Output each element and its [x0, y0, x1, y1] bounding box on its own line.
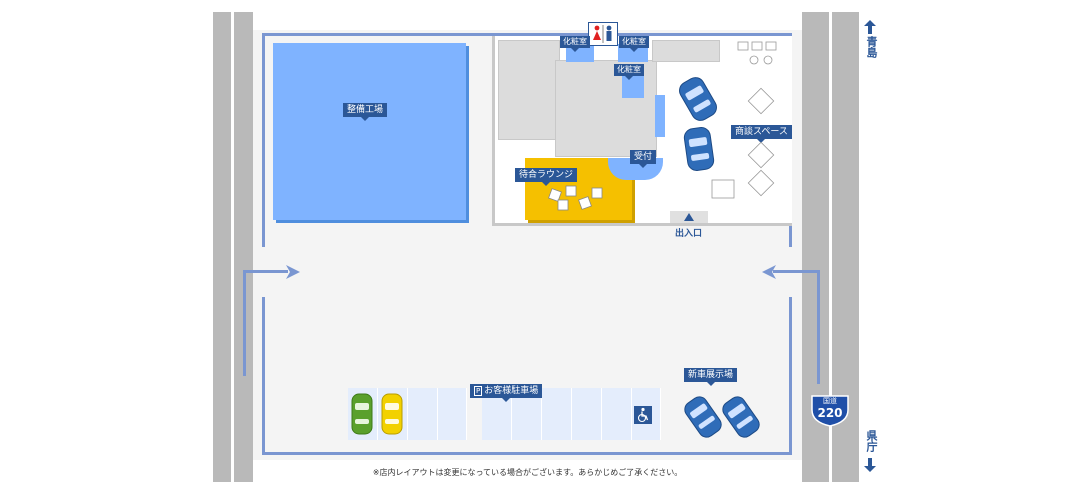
meeting-label: 商談スペース: [731, 125, 792, 143]
lot-border-left-lower: [262, 297, 265, 455]
wheelchair-icon: [634, 406, 652, 424]
arrow-down-icon: [864, 458, 876, 472]
left-entry-vertical: [243, 270, 246, 376]
lounge-furniture: [548, 185, 603, 211]
parking-icon: P: [474, 386, 483, 396]
car-icon: [722, 396, 760, 438]
car-icon: [684, 396, 722, 438]
restroom-icon: [588, 22, 618, 46]
parking-row-right: [482, 388, 661, 440]
showroom-label: 新車展示場: [684, 368, 738, 386]
north-label: 青島: [865, 36, 878, 58]
restroom-label-3: 化粧室: [614, 64, 644, 80]
car-icon: [679, 77, 717, 121]
arrow-right-icon: [286, 265, 300, 279]
restroom-block-2: [618, 44, 648, 62]
back-office: [498, 40, 560, 140]
lot-border-top: [262, 33, 792, 36]
workshop-label: 整備工場: [343, 103, 388, 121]
lounge-label: 待合ラウンジ: [515, 168, 578, 186]
reception-label: 受付: [630, 150, 657, 168]
arrow-up-icon: [684, 213, 694, 221]
right-entry-vertical: [817, 270, 820, 384]
car-icon: [683, 127, 715, 171]
right-entry-horizontal: [773, 270, 820, 273]
car-icon: [351, 393, 373, 435]
right-road-line: [829, 12, 832, 482]
lot-border-right-lower: [789, 297, 792, 455]
parking-label-text: お客様駐車場: [484, 386, 539, 396]
lot-border-left-upper: [262, 33, 265, 247]
entrance-label: 出入口: [675, 229, 703, 239]
south-label: 県庁: [865, 430, 878, 452]
left-entry-horizontal: [243, 270, 288, 273]
arrow-left-icon: [762, 265, 776, 279]
side-table: [711, 179, 735, 199]
left-road-line: [231, 12, 234, 482]
route-prefix: 国道: [823, 397, 837, 405]
partition: [655, 95, 665, 137]
arrow-up-icon: [864, 20, 876, 34]
counter: [652, 40, 720, 62]
counter-chairs: [737, 41, 777, 65]
restroom-label-2: 化粧室: [619, 36, 649, 52]
restroom-block-3: [622, 76, 644, 98]
route-shield-icon: 国道 220: [809, 394, 851, 428]
workshop-area: [273, 43, 466, 220]
meeting-tables: [747, 87, 775, 197]
restroom-label-1: 化粧室: [560, 36, 590, 52]
route-number: 220: [817, 406, 843, 420]
layout-note: ※店内レイアウトは変更になっている場合がございます。あらかじめご了承ください。: [372, 468, 683, 477]
car-icon: [381, 393, 403, 435]
lot-border-bottom: [262, 452, 792, 455]
